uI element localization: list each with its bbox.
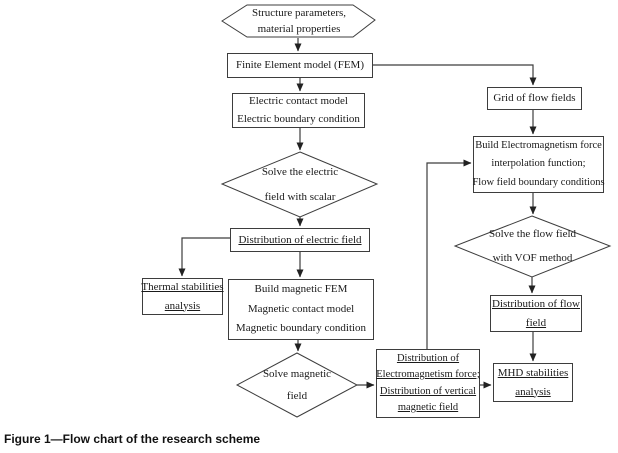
node-grid-of-flow-fields: Grid of flow fields bbox=[487, 87, 582, 110]
node-text-line: material properties bbox=[257, 23, 341, 35]
node-build-magnetic-fem: Build magnetic FEM Magnetic contact mode… bbox=[228, 279, 374, 340]
node-text-line: Thermal stabilities bbox=[141, 281, 224, 293]
node-text-line: field with scalar bbox=[264, 190, 336, 203]
node-text-line: field bbox=[286, 390, 308, 402]
node-text-line: interpolation function; bbox=[491, 158, 586, 170]
hexagon-structure-parameters bbox=[221, 4, 376, 38]
edge-fem-to-grid bbox=[373, 64, 537, 86]
node-text-line: Solve the flow field bbox=[488, 228, 577, 240]
node-text-line: Build Electromagnetism force bbox=[475, 139, 602, 151]
node-text-line: Solve magnetic bbox=[262, 368, 332, 380]
node-text-line: Finite Element model (FEM) bbox=[235, 59, 364, 71]
node-distribution-flow-field: Distribution of flow field bbox=[490, 295, 582, 332]
node-text-line: Magnetic contact model bbox=[247, 302, 355, 315]
node-distribution-electromagnetism-force: Distribution of Electromagnetism force; … bbox=[376, 349, 480, 418]
node-text-line: analysis bbox=[515, 385, 551, 398]
node-text-line: Grid of flow fields bbox=[493, 92, 576, 104]
node-solve-electric-field: Solve the electric field with scalar bbox=[232, 156, 368, 213]
node-text-line: magnetic field bbox=[397, 402, 459, 413]
node-text-line: Flow field boundary conditions bbox=[472, 176, 605, 188]
node-text-line: Electromagnetism force; bbox=[376, 369, 480, 380]
node-finite-element-model: Finite Element model (FEM) bbox=[227, 53, 373, 78]
node-structure-parameters: Structure parameters, material propertie… bbox=[226, 4, 372, 38]
node-text-line: Distribution of vertical bbox=[379, 385, 477, 397]
node-solve-flow-field: Solve the flow field with VOF method bbox=[460, 222, 605, 270]
node-distribution-electric-field: Distribution of electric field bbox=[230, 228, 370, 252]
edge-dist-em-to-build-em bbox=[426, 159, 472, 349]
node-text-line: MHD stabilities bbox=[497, 366, 569, 379]
node-text-line: Distribution of flow bbox=[492, 298, 580, 310]
node-text-line: Structure parameters, bbox=[251, 7, 347, 19]
node-text-line: Electric boundary condition bbox=[237, 112, 360, 125]
diamond-solve-magnetic-field bbox=[235, 352, 359, 418]
edge-dist-electric-to-thermal bbox=[178, 237, 230, 277]
connector-arrows bbox=[178, 38, 537, 389]
node-solve-magnetic-field: Solve magnetic field bbox=[242, 361, 352, 409]
node-text-line: Build magnetic FEM bbox=[254, 283, 348, 296]
node-text-line: Solve the electric bbox=[261, 165, 339, 178]
node-text-line: with VOF method bbox=[492, 252, 573, 264]
node-text-line: Distribution of bbox=[396, 352, 460, 364]
node-text-line: analysis bbox=[164, 299, 201, 312]
figure-caption: Figure 1—Flow chart of the research sche… bbox=[4, 432, 261, 446]
node-electric-contact-model: Electric contact model Electric boundary… bbox=[232, 93, 365, 128]
node-text-line: field bbox=[525, 316, 547, 329]
node-text-line: Distribution of electric field bbox=[238, 233, 362, 246]
node-thermal-stabilities-analysis: Thermal stabilities analysis bbox=[141, 278, 224, 315]
node-text-line: Magnetic boundary condition bbox=[235, 322, 367, 335]
node-build-electromagnetism-force: Build Electromagnetism force interpolati… bbox=[472, 136, 605, 193]
node-mhd-stabilities-analysis: MHD stabilities analysis bbox=[493, 363, 573, 402]
node-text-line: Electric contact model bbox=[249, 95, 348, 107]
